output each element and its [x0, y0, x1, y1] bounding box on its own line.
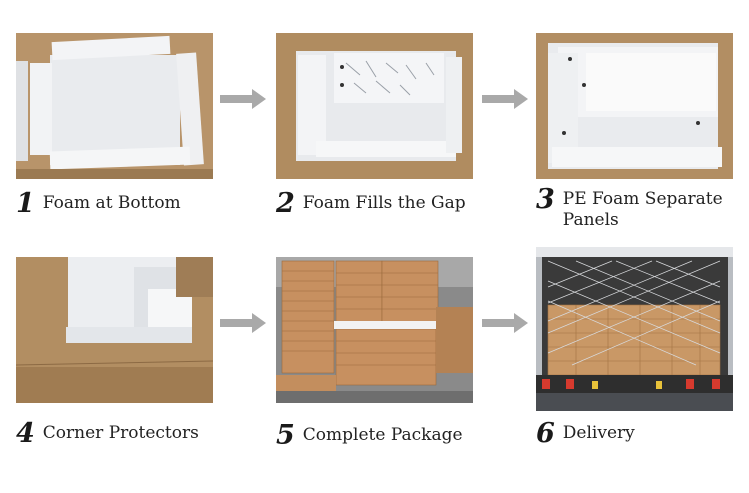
step-3-caption: 3 PE Foam Separate Panels [536, 186, 738, 231]
step-2-caption: 2 Foam Fills the Gap [276, 190, 466, 218]
step-number: 1 [16, 188, 35, 219]
step-number: 5 [276, 420, 295, 451]
step-number: 2 [276, 188, 295, 219]
step-number: 3 [536, 184, 555, 215]
step-1-photo [16, 33, 213, 179]
step-label: Delivery [562, 423, 635, 443]
right-arrow-icon [482, 89, 528, 109]
right-arrow-icon [220, 313, 266, 333]
step-number: 4 [16, 418, 35, 449]
step-5-caption: 5 Complete Package [276, 422, 463, 450]
step-6-photo [536, 247, 733, 411]
step-2-photo [276, 33, 473, 179]
right-arrow-icon [220, 89, 266, 109]
step-1-caption: 1 Foam at Bottom [16, 190, 181, 218]
step-4-photo [16, 257, 213, 403]
step-number: 6 [536, 418, 555, 449]
right-arrow-icon [482, 313, 528, 333]
step-label: Corner Protectors [42, 423, 199, 443]
step-label: PE Foam Separate Panels [562, 189, 723, 230]
step-5-photo [276, 257, 473, 403]
step-6-caption: 6 Delivery [536, 420, 635, 448]
step-label: Complete Package [302, 425, 463, 445]
step-3-photo [536, 33, 733, 179]
step-4-caption: 4 Corner Protectors [16, 420, 199, 448]
step-label: Foam Fills the Gap [302, 193, 466, 213]
step-label: Foam at Bottom [42, 193, 181, 213]
